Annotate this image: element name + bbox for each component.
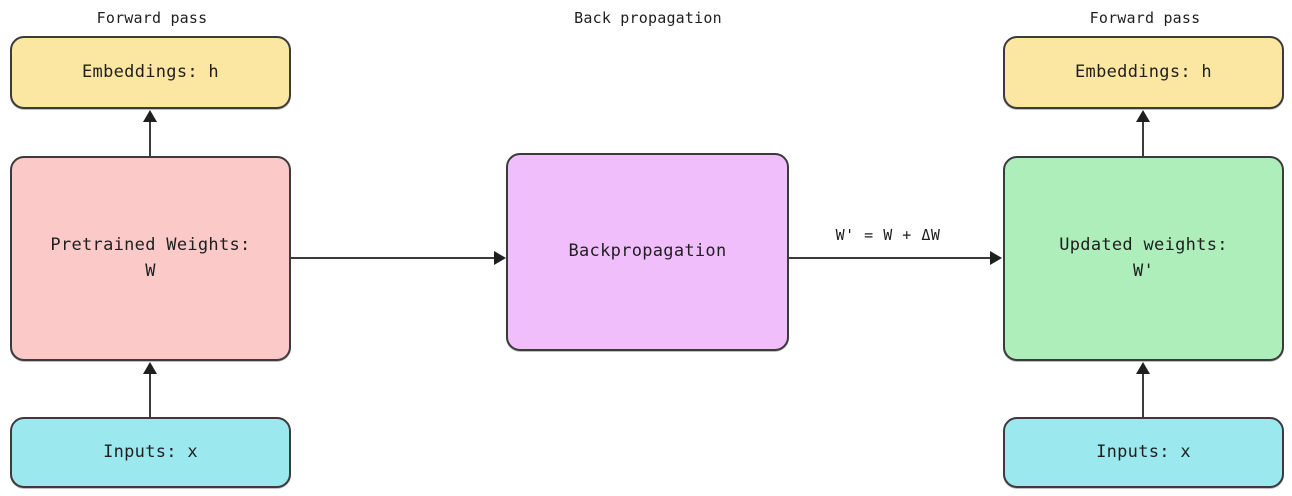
connector-pretrained-to-embeddings-left <box>149 112 151 156</box>
arrowhead-pretrained-to-backpropagation <box>494 251 506 265</box>
node-backpropagation[interactable]: Backpropagation <box>506 153 789 351</box>
node-embeddings-left[interactable]: Embeddings: h <box>10 36 291 109</box>
node-inputs-right[interactable]: Inputs: x <box>1003 417 1284 488</box>
arrowhead-updated-weights-to-embeddings-right <box>1136 110 1150 122</box>
arrowhead-backpropagation-to-updated-weights <box>990 251 1002 265</box>
section-title-forward-pass-left: Forward pass <box>96 9 208 27</box>
connector-pretrained-to-backpropagation <box>291 257 495 259</box>
section-title-back-propagation: Back propagation <box>574 9 722 27</box>
arrowhead-pretrained-to-embeddings-left <box>143 110 157 122</box>
edge-label-weight-update: W' = W + ΔW <box>831 228 945 243</box>
connector-inputs-to-updated-weights-right <box>1142 364 1144 417</box>
connector-inputs-to-pretrained-left <box>149 364 151 417</box>
section-title-forward-pass-right: Forward pass <box>1089 9 1201 27</box>
connector-backpropagation-to-updated-weights <box>789 257 991 259</box>
arrowhead-inputs-to-pretrained-left <box>143 362 157 374</box>
connector-updated-weights-to-embeddings-right <box>1142 112 1144 156</box>
node-updated-weights[interactable]: Updated weights: W' <box>1003 156 1284 361</box>
arrowhead-inputs-to-updated-weights-right <box>1136 362 1150 374</box>
node-pretrained-weights[interactable]: Pretrained Weights: W <box>10 156 291 361</box>
node-embeddings-right[interactable]: Embeddings: h <box>1003 36 1284 109</box>
node-inputs-left[interactable]: Inputs: x <box>10 417 291 488</box>
